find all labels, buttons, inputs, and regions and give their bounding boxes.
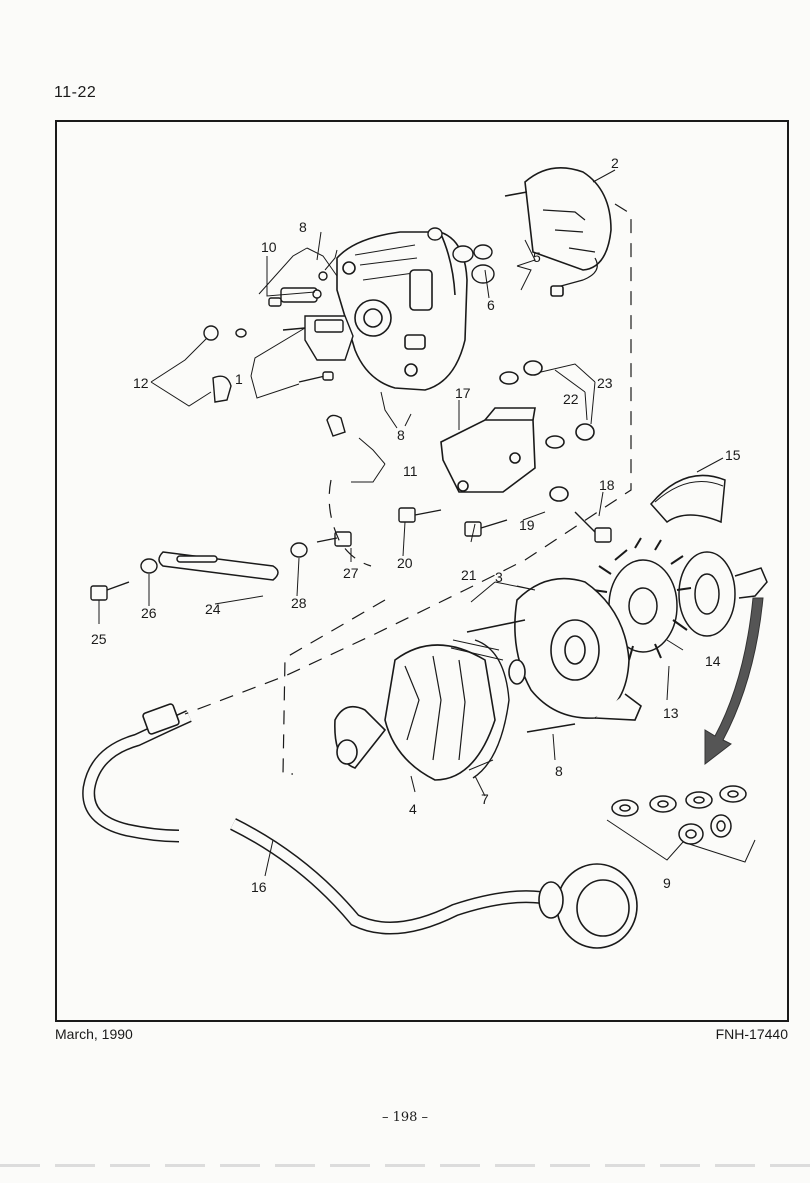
rectifier-cover xyxy=(504,166,612,297)
callout-7: 7 xyxy=(481,791,489,807)
callout-20: 20 xyxy=(397,555,413,571)
callout-8-mid: 8 xyxy=(397,427,405,443)
mounting-bracket xyxy=(440,360,595,502)
washer-kit xyxy=(611,785,747,845)
callout-8-top: 8 xyxy=(299,219,307,235)
callout-8-low: 8 xyxy=(555,763,563,779)
callout-25: 25 xyxy=(91,631,107,647)
callout-13: 13 xyxy=(663,705,679,721)
pulley-and-fan xyxy=(592,537,768,661)
callout-26: 26 xyxy=(141,605,157,621)
alternator-housing xyxy=(336,231,468,391)
brush-holder-assembly xyxy=(203,271,354,437)
rotor-and-stator xyxy=(334,639,510,781)
callout-24: 24 xyxy=(205,601,221,617)
assembly-center-lines xyxy=(184,203,632,775)
callout-21: 21 xyxy=(461,567,477,583)
leader-lines xyxy=(98,169,756,877)
frame-border xyxy=(55,120,789,1022)
callout-23: 23 xyxy=(597,375,613,391)
callout-14: 14 xyxy=(705,653,721,669)
callout-5: 5 xyxy=(533,249,541,265)
figure-reference: FNH-17440 xyxy=(715,1026,788,1042)
callout-4: 4 xyxy=(409,801,417,817)
wiring-harness xyxy=(82,703,638,949)
diode-parts xyxy=(427,227,495,284)
section-number: 11-22 xyxy=(54,84,97,101)
drive-end-housing xyxy=(466,577,642,733)
revision-date: March, 1990 xyxy=(55,1026,133,1042)
callout-15: 15 xyxy=(725,447,741,463)
page-number: – 198 – xyxy=(381,1110,429,1125)
callout-10: 10 xyxy=(261,239,277,255)
bolts xyxy=(90,507,612,601)
callout-19: 19 xyxy=(519,517,535,533)
callout-3: 3 xyxy=(495,569,503,585)
callout-6: 6 xyxy=(487,297,495,313)
callout-2: 2 xyxy=(611,155,619,171)
callout-labels: 2 8 10 5 6 12 1 17 23 22 8 11 15 18 19 2… xyxy=(91,155,741,895)
callout-12: 12 xyxy=(133,375,149,391)
alternator-exploded-view: 2 8 10 5 6 12 1 17 23 22 8 11 15 18 19 2… xyxy=(55,120,789,1022)
callout-17: 17 xyxy=(455,385,471,401)
callout-27: 27 xyxy=(343,565,359,581)
adjusting-link xyxy=(158,551,279,581)
exploded-diagram-frame: 2 8 10 5 6 12 1 17 23 22 8 11 15 18 19 2… xyxy=(55,120,789,1022)
callout-9: 9 xyxy=(663,875,671,891)
callout-1: 1 xyxy=(235,371,243,387)
callout-11: 11 xyxy=(403,463,418,479)
drive-belt xyxy=(650,474,726,524)
scan-artifact xyxy=(0,1164,810,1167)
callout-22: 22 xyxy=(563,391,579,407)
callout-18: 18 xyxy=(599,477,615,493)
callout-28: 28 xyxy=(291,595,307,611)
assembly-direction-arrow xyxy=(704,597,764,766)
callout-16: 16 xyxy=(251,879,267,895)
